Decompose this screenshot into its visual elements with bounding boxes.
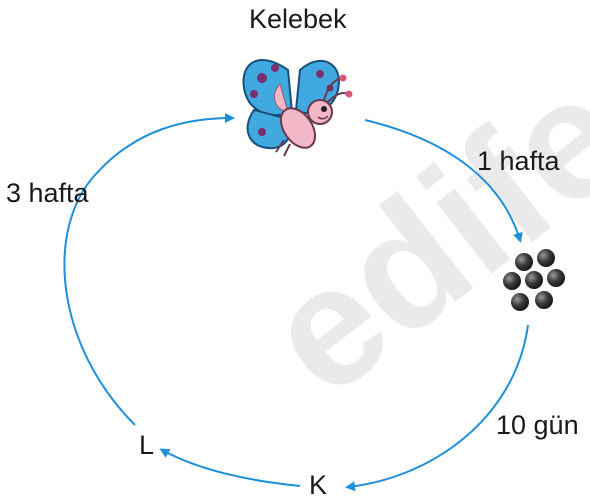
duration-label-1-week: 1 hafta [477, 146, 560, 176]
arrow-butterfly-to-eggs [364, 119, 523, 243]
duration-label-3-weeks: 3 hafta [6, 178, 89, 208]
stage-label-l: L [139, 430, 155, 460]
butterfly-icon [242, 59, 353, 157]
duration-label-10-days: 10 gün [496, 410, 579, 440]
arrow-k-to-l [159, 448, 301, 487]
stage-label-k: K [309, 470, 328, 500]
egg-cluster-icon [503, 249, 565, 311]
butterfly-title: Kelebek [249, 4, 347, 34]
arrow-l-to-butterfly [63, 113, 235, 426]
arrow-eggs-to-k [345, 324, 529, 492]
